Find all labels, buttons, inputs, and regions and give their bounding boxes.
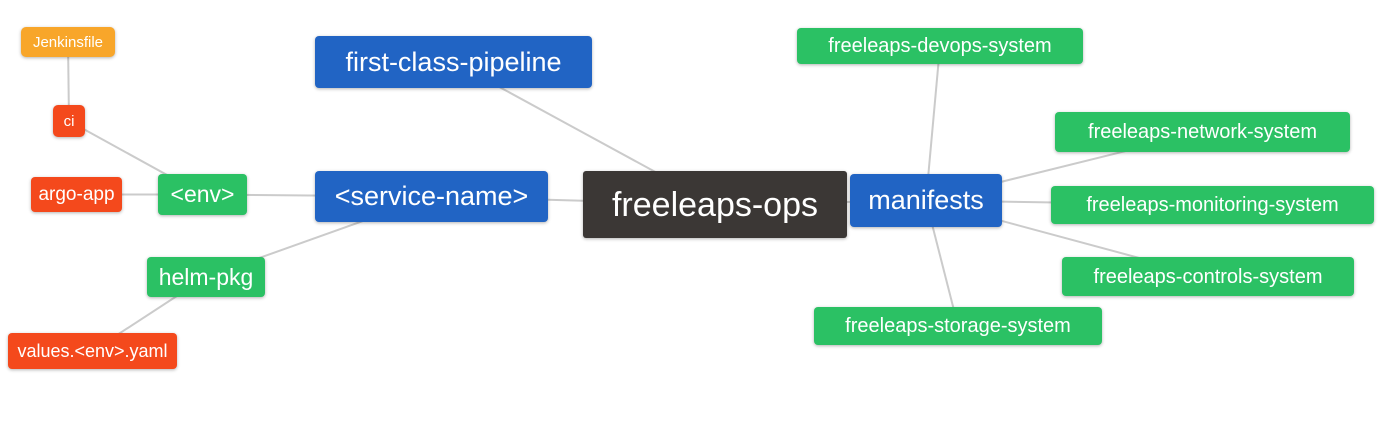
node-helm-pkg[interactable]: helm-pkg — [147, 257, 265, 297]
node-storage-system[interactable]: freeleaps-storage-system — [814, 307, 1102, 345]
node-freeleaps-ops[interactable]: freeleaps-ops — [583, 171, 847, 238]
node-env[interactable]: <env> — [158, 174, 247, 215]
node-values-env-yaml[interactable]: values.<env>.yaml — [8, 333, 177, 369]
node-monitoring-system[interactable]: freeleaps-monitoring-system — [1051, 186, 1374, 224]
node-manifests[interactable]: manifests — [850, 174, 1002, 227]
node-service-name[interactable]: <service-name> — [315, 171, 548, 222]
node-controls-system[interactable]: freeleaps-controls-system — [1062, 257, 1354, 296]
node-network-system[interactable]: freeleaps-network-system — [1055, 112, 1350, 152]
node-first-class-pipeline[interactable]: first-class-pipeline — [315, 36, 592, 88]
node-jenkinsfile[interactable]: Jenkinsfile — [21, 27, 115, 57]
node-argo-app[interactable]: argo-app — [31, 177, 122, 212]
node-ci[interactable]: ci — [53, 105, 85, 137]
node-devops-system[interactable]: freeleaps-devops-system — [797, 28, 1083, 64]
